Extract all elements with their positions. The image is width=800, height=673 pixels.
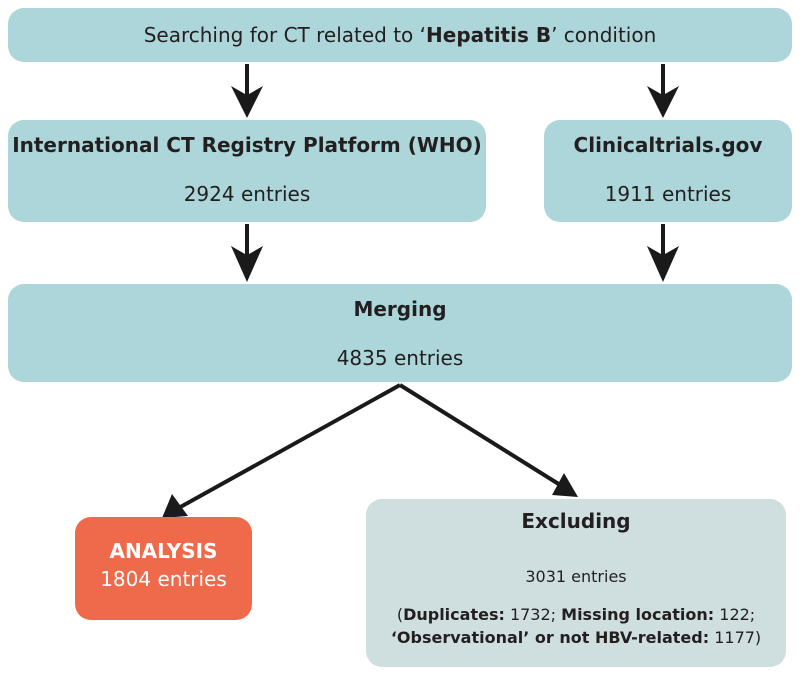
arrow-search-to-who [231, 64, 263, 118]
arrow-who-to-merging [231, 224, 263, 282]
ctgov-box: Clinicaltrials.gov 1911 entries [544, 120, 792, 222]
merging-title: Merging [353, 297, 447, 321]
arrow-merging-to-excluding [398, 383, 567, 490]
excluding-details: (Duplicates: 1732; Missing location: 122… [390, 605, 762, 647]
excluding-count: 3031 entries [525, 567, 627, 586]
ctgov-title: Clinicaltrials.gov [573, 133, 763, 157]
arrow-merging-to-analysis [174, 383, 401, 512]
who-title: International CT Registry Platform (WHO) [12, 133, 482, 157]
search-text: Searching for CT related to ‘Hepatitis B… [143, 23, 657, 47]
merging-count: 4835 entries [336, 346, 464, 370]
who-count: 2924 entries [183, 182, 311, 206]
ctgov-count: 1911 entries [604, 182, 732, 206]
who-box: International CT Registry Platform (WHO)… [8, 120, 486, 222]
analysis-title: ANALYSIS [109, 539, 218, 563]
arrow-ctgov-to-merging [647, 224, 679, 282]
merging-box: Merging 4835 entries [8, 284, 792, 382]
arrow-search-to-ctgov [647, 64, 679, 118]
analysis-count: 1804 entries [100, 567, 227, 591]
search-box: Searching for CT related to ‘Hepatitis B… [8, 8, 792, 62]
analysis-box: ANALYSIS 1804 entries [75, 517, 252, 620]
excluding-box: Excluding 3031 entries (Duplicates: 1732… [366, 499, 786, 667]
excluding-title: Excluding [521, 509, 631, 533]
